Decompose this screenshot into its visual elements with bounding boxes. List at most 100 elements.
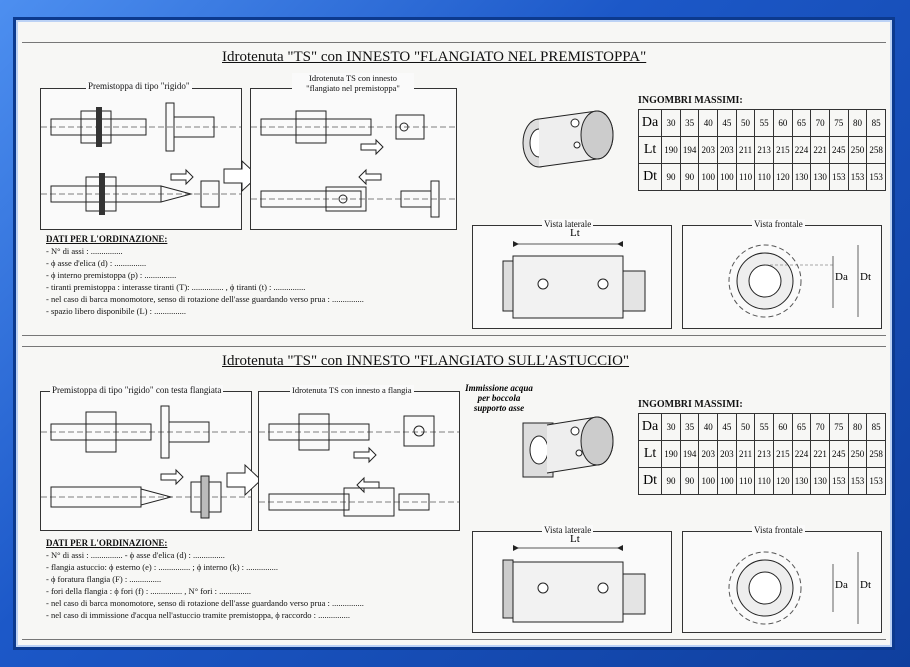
- order-title: DATI PER L'ORDINAZIONE:: [46, 234, 168, 244]
- dims-cell: 30: [661, 109, 681, 137]
- order-title: DATI PER L'ORDINAZIONE:: [46, 538, 168, 548]
- dims-cell: 30: [661, 413, 681, 441]
- side-view: [472, 531, 672, 633]
- order-data: DATI PER L'ORDINAZIONE: - N° di assi : .…: [46, 233, 364, 317]
- dims-cell: 60: [772, 109, 793, 137]
- lt-label: Lt: [570, 533, 580, 545]
- dims-cell: 85: [866, 413, 886, 441]
- side-view-label: Vista laterale: [542, 525, 594, 535]
- immission-label: Immissione acqua per boccola supporto as…: [465, 383, 533, 413]
- dims-cell: 258: [866, 440, 886, 468]
- premistoppa-flangiato-diagram: [41, 405, 251, 519]
- dims-cell: 153: [847, 163, 868, 191]
- dims-cell: 190: [661, 440, 681, 468]
- dims-cell: 70: [810, 109, 830, 137]
- side-view-diagram: [502, 241, 646, 319]
- dims-cell: 203: [717, 440, 737, 468]
- panel-flangiato-premistoppa: Idrotenuta "TS" con INNESTO "FLANGIATO N…: [22, 42, 886, 336]
- dims-cell: 203: [698, 136, 719, 164]
- front-view-diagram: [728, 551, 859, 625]
- dims-cell: 153: [828, 467, 849, 495]
- da-label: Da: [835, 271, 848, 283]
- dims-row-label: Da: [637, 413, 663, 441]
- dt-label: Dt: [860, 271, 871, 283]
- premistoppa-flangiato-drawing: [40, 391, 252, 531]
- order-line: - ϕ foratura flangia (F) : .............…: [46, 574, 162, 584]
- dims-row-label: Da: [637, 109, 663, 137]
- dims-cell: 75: [828, 109, 849, 137]
- dims-cell: 85: [866, 109, 886, 137]
- dims-cell: 211: [735, 136, 756, 164]
- dims-cell: 194: [679, 440, 700, 468]
- dims-cell: 55: [754, 413, 774, 441]
- dims-cell: 153: [866, 163, 886, 191]
- da-label: Da: [835, 579, 848, 591]
- order-line: - nel caso di immissione d'acqua nell'as…: [46, 610, 351, 620]
- dims-cell: 250: [847, 136, 868, 164]
- front-view: [682, 225, 882, 329]
- dims-cell: 65: [791, 413, 812, 441]
- dims-cell: 90: [661, 163, 681, 191]
- premistoppa-drawing: [40, 88, 242, 230]
- dims-cell: 75: [828, 413, 849, 441]
- ts-flangiato-drawing: [250, 88, 457, 230]
- dims-cell: 211: [735, 440, 756, 468]
- dims-cell: 100: [717, 163, 737, 191]
- front-view-label: Vista frontale: [752, 525, 805, 535]
- dims-cell: 35: [679, 413, 700, 441]
- dims-row-lt: Lt 190 194 203 203 211 213 215 224 221 2…: [637, 136, 886, 164]
- dims-row-label: Lt: [637, 440, 663, 468]
- dims-cell: 153: [866, 467, 886, 495]
- dims-cell: 45: [717, 109, 737, 137]
- order-line: - N° di assi : ............... - ϕ asse …: [46, 550, 225, 560]
- order-line: - spazio libero disponibile (L) : ......…: [46, 306, 186, 316]
- dims-table: Da 30 35 40 45 50 55 60 65 70 75 80 85 L…: [637, 109, 886, 191]
- dims-cell: 45: [717, 413, 737, 441]
- dims-cell: 153: [847, 467, 868, 495]
- front-view: [682, 531, 882, 633]
- order-line: - fori della flangia : ϕ fori (f) : ....…: [46, 586, 251, 596]
- dims-cell: 80: [847, 413, 868, 441]
- dims-row-label: Lt: [637, 136, 663, 164]
- dims-cell: 120: [772, 163, 793, 191]
- panel-flangiato-astuccio: Idrotenuta "TS" con INNESTO "FLANGIATO S…: [22, 346, 886, 640]
- dims-cell: 130: [791, 467, 812, 495]
- dims-cell: 221: [810, 136, 830, 164]
- premistoppa-label: Premistoppa di tipo "rigido": [86, 81, 192, 91]
- dims-row-label: Dt: [637, 163, 663, 191]
- order-line: - nel caso di barca monomotore, senso di…: [46, 294, 364, 304]
- ts-flangiato-diagram: [251, 110, 456, 218]
- dims-cell: 40: [698, 413, 719, 441]
- dims-cell: 100: [717, 467, 737, 495]
- dims-cell: 203: [698, 440, 719, 468]
- dims-cell: 100: [698, 163, 719, 191]
- dims-cell: 110: [735, 163, 756, 191]
- order-line: - ϕ interno premistoppa (p) : ..........…: [46, 270, 177, 280]
- order-line: - ϕ asse d'elica (d) : ...............: [46, 258, 147, 268]
- dims-cell: 80: [847, 109, 868, 137]
- lt-label: Lt: [570, 227, 580, 239]
- dims-cell: 221: [810, 440, 830, 468]
- panel-title: Idrotenuta "TS" con INNESTO "FLANGIATO N…: [222, 49, 647, 65]
- dims-cell: 50: [735, 413, 756, 441]
- dims-cell: 213: [754, 136, 774, 164]
- dims-cell: 224: [791, 136, 812, 164]
- dims-cell: 110: [754, 163, 774, 191]
- dims-cell: 110: [735, 467, 756, 495]
- dims-cell: 40: [698, 109, 719, 137]
- dims-cell: 224: [791, 440, 812, 468]
- dims-row-da: Da 30 35 40 45 50 55 60 65 70 75 80 85: [637, 109, 886, 137]
- dims-cell: 60: [772, 413, 793, 441]
- dims-cell: 215: [772, 440, 793, 468]
- dims-row-dt: Dt 90 90 100 100 110 110 120 130 130 153…: [637, 467, 886, 495]
- dims-cell: 50: [735, 109, 756, 137]
- dims-cell: 90: [661, 467, 681, 495]
- dims-table: Da 30 35 40 45 50 55 60 65 70 75 80 85 L…: [637, 413, 886, 495]
- dims-cell: 35: [679, 109, 700, 137]
- dims-cell: 245: [828, 136, 849, 164]
- ts-flangiato-label: Idrotenuta TS con innesto "flangiato nel…: [292, 73, 414, 93]
- side-view: [472, 225, 672, 329]
- panel-title: Idrotenuta "TS" con INNESTO "FLANGIATO S…: [222, 353, 630, 369]
- front-view-diagram: [728, 244, 859, 318]
- dims-cell: 90: [679, 467, 700, 495]
